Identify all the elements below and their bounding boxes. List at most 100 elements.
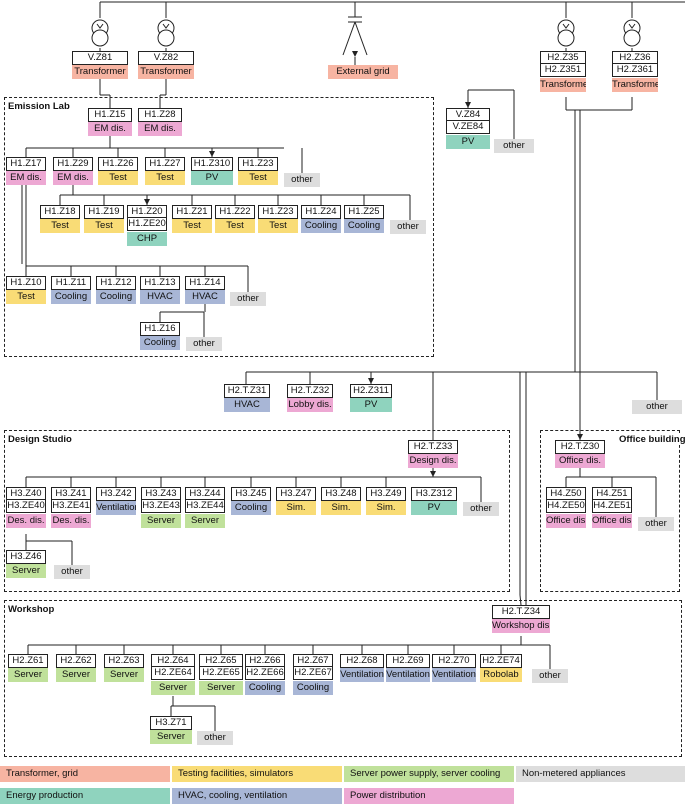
category-tag: CHP <box>127 232 167 246</box>
category-tag: Robolab <box>480 668 522 682</box>
category-tag: Server <box>185 514 225 528</box>
meter-id: H2.Z61 <box>8 654 48 668</box>
category-tag: Office dis. <box>555 454 605 468</box>
meter-id: H2.ZE67 <box>293 666 333 680</box>
legend-item-hvac: HVAC, cooling, ventilation <box>172 788 342 804</box>
transformer-icon <box>557 19 575 47</box>
category-tag: Sim. <box>366 501 406 515</box>
category-tag: EM dis. <box>88 122 132 136</box>
meter-id: H1.Z26 <box>98 157 138 171</box>
meter-id: H3.Z48 <box>321 487 361 501</box>
category-tag: External grid <box>328 65 398 79</box>
meter-id: H3.Z42 <box>96 487 136 501</box>
category-tag: other <box>638 517 674 531</box>
area-office <box>540 430 680 592</box>
meter-id: H1.Z23 <box>238 157 278 171</box>
meter-id: H1.Z16 <box>140 322 180 336</box>
flow-arrow <box>465 102 471 108</box>
legend-item-dist: Power distribution <box>344 788 514 804</box>
category-tag: Lobby dis. <box>287 398 333 412</box>
category-tag: other <box>197 731 233 745</box>
category-tag: Cooling <box>96 290 136 304</box>
meter-id: H1.Z14 <box>185 276 225 290</box>
category-tag: Server <box>150 730 192 744</box>
category-tag: Cooling <box>245 681 285 695</box>
category-tag: Server <box>56 668 96 682</box>
legend-item-energy: Energy production <box>0 788 170 804</box>
meter-id: H2.ZE65 <box>199 666 243 680</box>
meter-id: H1.Z25 <box>344 205 384 219</box>
transformer-icon <box>623 19 641 47</box>
meter-id: H2.Z68 <box>340 654 384 668</box>
meter-id: H1.Z27 <box>145 157 185 171</box>
category-tag: Server <box>199 681 243 695</box>
category-tag: Cooling <box>140 336 180 350</box>
meter-id: H1.Z15 <box>88 108 132 122</box>
category-tag: Test <box>215 219 255 233</box>
category-tag: Test <box>258 219 298 233</box>
category-tag: Sim. <box>321 501 361 515</box>
meter-id: H3.ZE44 <box>185 499 225 513</box>
meter-id: H1.Z28 <box>138 108 182 122</box>
category-tag: Des. dis. <box>51 514 91 528</box>
category-tag: Test <box>145 171 185 185</box>
category-tag: Server <box>8 668 48 682</box>
transformer-icon <box>91 19 109 47</box>
category-tag: Server <box>141 514 181 528</box>
meter-id: H3.Z45 <box>231 487 271 501</box>
category-tag: Transformer <box>540 78 586 92</box>
category-tag: PV <box>191 171 233 185</box>
flow-arrow <box>430 471 436 477</box>
flow-arrow <box>368 378 374 384</box>
meter-id: H1.Z24 <box>301 205 341 219</box>
category-tag: Workshop dis. <box>492 619 550 633</box>
meter-id: H1.Z17 <box>6 157 46 171</box>
meter-id: H2.T.Z32 <box>287 384 333 398</box>
meter-id: H1.Z310 <box>191 157 233 171</box>
meter-id: H2.Z69 <box>386 654 430 668</box>
area-workshop <box>4 600 682 757</box>
category-tag: Ventilation <box>386 668 430 682</box>
meter-id: H3.Z47 <box>276 487 316 501</box>
legend-item-test: Testing facilities, simulators <box>172 766 342 782</box>
meter-id: H2.T.Z31 <box>224 384 270 398</box>
category-tag: other <box>230 292 266 306</box>
meter-id: H3.ZE41 <box>51 499 91 513</box>
category-tag: Ventilation <box>340 668 384 682</box>
flow-arrow <box>577 434 583 440</box>
meter-id: H1.Z18 <box>40 205 80 219</box>
category-tag: other <box>186 337 222 351</box>
category-tag: other <box>54 565 90 579</box>
meter-id: H3.Z312 <box>411 487 457 501</box>
meter-id: H1.Z22 <box>215 205 255 219</box>
legend-item-server: Server power supply, server cooling <box>344 766 514 782</box>
category-tag: Sim. <box>276 501 316 515</box>
category-tag: Transformer <box>72 65 128 79</box>
category-tag: Test <box>98 171 138 185</box>
meter-id: H2.Z70 <box>432 654 476 668</box>
category-tag: Test <box>84 219 124 233</box>
category-tag: Office dis. <box>592 514 632 528</box>
category-tag: Cooling <box>344 219 384 233</box>
meter-id: H1.Z11 <box>51 276 91 290</box>
category-tag: other <box>494 139 534 153</box>
meter-id: H1.Z23 <box>258 205 298 219</box>
meter-id: H2.Z351 <box>540 63 586 77</box>
category-tag: EM dis. <box>53 171 93 185</box>
meter-id: H1.Z12 <box>96 276 136 290</box>
transformer-icon <box>157 19 175 47</box>
category-tag: Server <box>6 564 46 578</box>
legend-item-grid: Transformer, grid <box>0 766 170 782</box>
meter-id: H1.Z10 <box>6 276 46 290</box>
category-tag: Des. dis. <box>6 514 46 528</box>
flow-arrow <box>352 51 358 57</box>
meter-id: H2.T.Z33 <box>408 440 458 454</box>
category-tag: Cooling <box>301 219 341 233</box>
meter-id: H2.T.Z30 <box>555 440 605 454</box>
category-tag: EM dis. <box>138 122 182 136</box>
meter-id: H3.ZE43 <box>141 499 181 513</box>
category-tag: Server <box>104 668 144 682</box>
category-tag: PV <box>446 135 490 149</box>
category-tag: other <box>632 400 682 414</box>
area-title-workshop: Workshop <box>6 604 57 615</box>
